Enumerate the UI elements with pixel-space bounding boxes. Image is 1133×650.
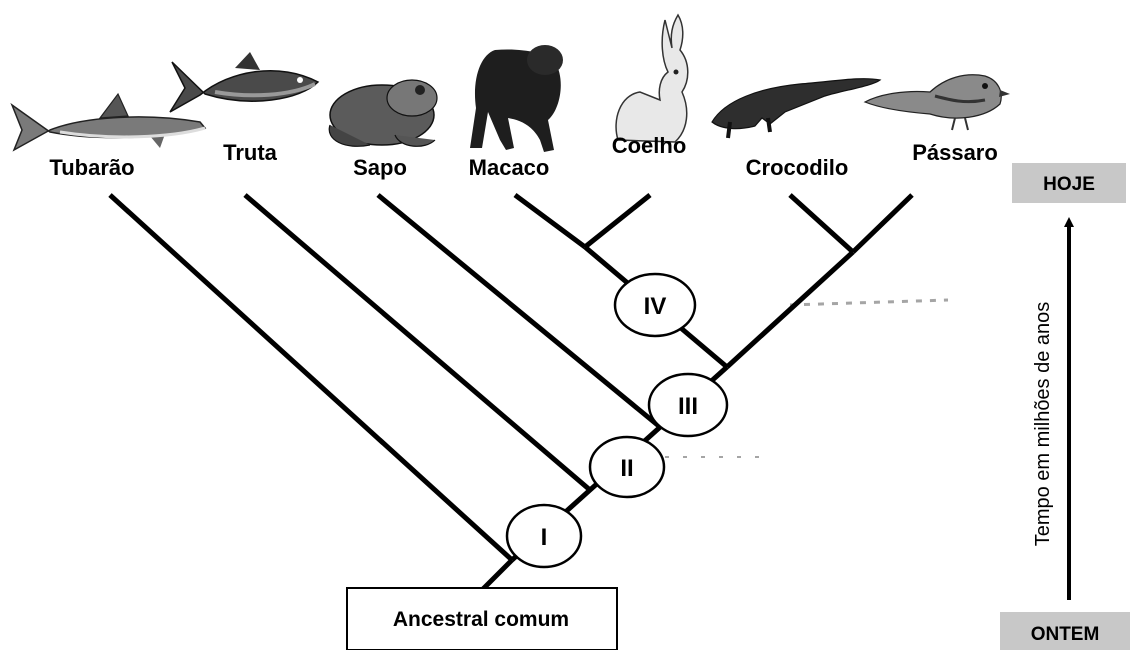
branch-crocodilo <box>790 195 853 252</box>
svg-text:III: III <box>678 393 698 420</box>
crocodile-icon <box>712 79 880 138</box>
rabbit-icon <box>616 15 688 142</box>
svg-text:I: I <box>541 524 548 551</box>
branch-macaco <box>515 195 585 247</box>
taxon-label-sapo: Sapo <box>353 155 407 180</box>
node-III: III <box>649 374 727 436</box>
branch-passaro <box>853 195 912 252</box>
svg-text:II: II <box>620 455 633 482</box>
sparrow-icon <box>865 75 1010 130</box>
taxon-label-tubarao: Tubarão <box>49 155 134 180</box>
branch-reptile-clade <box>727 252 853 367</box>
time-axis-label: Tempo em milhões de anos <box>1032 302 1054 547</box>
taxon-label-truta: Truta <box>223 140 278 165</box>
time-axis: HOJE Tempo em milhões de anos ONTEM <box>1000 163 1130 650</box>
taxon-label-coelho: Coelho <box>612 133 687 158</box>
taxon-labels: Tubarão Truta Sapo Macaco Coelho Crocodi… <box>49 133 997 180</box>
taxon-label-macaco: Macaco <box>469 155 550 180</box>
node-I: I <box>507 505 581 567</box>
svg-text:IV: IV <box>644 293 667 320</box>
taxon-label-passaro: Pássaro <box>912 140 998 165</box>
ancestor-box: Ancestral comum <box>347 588 617 650</box>
chimpanzee-icon <box>470 45 563 152</box>
node-II: II <box>590 437 664 497</box>
frog-icon <box>329 80 437 146</box>
ancestor-label: Ancestral comum <box>393 608 569 631</box>
branch-truta <box>245 195 590 490</box>
time-label-ontem: ONTEM <box>1031 624 1100 645</box>
time-label-hoje: HOJE <box>1043 174 1095 195</box>
branch-coelho <box>585 195 650 247</box>
taxon-label-crocodilo: Crocodilo <box>746 155 849 180</box>
node-IV: IV <box>615 274 695 336</box>
tuna-fish-icon <box>170 52 318 112</box>
